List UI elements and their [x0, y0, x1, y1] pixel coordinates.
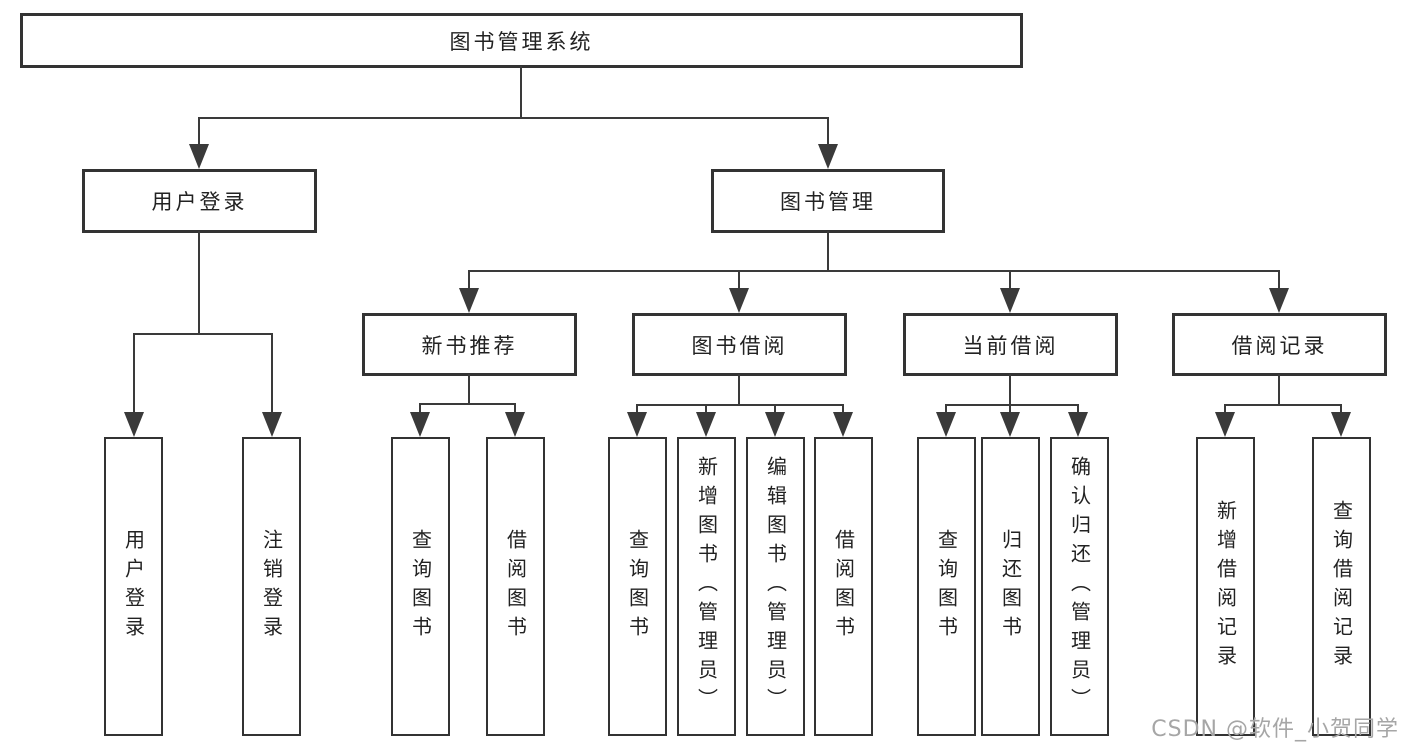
node-book-borrowing: 图书借阅 [632, 313, 847, 376]
node-current-borrowing: 当前借阅 [903, 313, 1118, 376]
node-label: 借阅图书 [831, 528, 856, 645]
connector-line [468, 270, 1280, 272]
arrowhead-down-icon [936, 412, 956, 437]
arrowhead-down-icon [1215, 412, 1235, 437]
node-label: 查询借阅记录 [1329, 499, 1354, 674]
node-label: 新增图书（管理员） [694, 456, 719, 717]
connector-line [705, 404, 707, 414]
connector-line [945, 404, 1079, 406]
node-label: 当前借阅 [962, 333, 1059, 358]
connector-line [1009, 374, 1011, 405]
connector-line [636, 404, 638, 414]
node-user-login: 用户登录 [82, 169, 317, 233]
connector-line [198, 231, 200, 334]
node-book-management: 图书管理 [711, 169, 945, 233]
connector-line [271, 333, 273, 414]
node-new-book-recommendation: 新书推荐 [362, 313, 577, 376]
arrowhead-down-icon [459, 288, 479, 313]
node-label: 借阅图书 [503, 528, 528, 645]
arrowhead-down-icon [189, 144, 209, 169]
connector-line [514, 403, 516, 414]
arrowhead-down-icon [833, 412, 853, 437]
connector-line [419, 403, 421, 414]
connector-line [1340, 404, 1342, 414]
connector-line [198, 117, 829, 119]
arrowhead-down-icon [1000, 412, 1020, 437]
connector-line [827, 117, 829, 146]
node-add-borrow-record: 新增借阅记录 [1196, 437, 1255, 736]
arrowhead-down-icon [410, 412, 430, 437]
node-label: 用户登录 [151, 190, 248, 214]
arrowhead-down-icon [1000, 288, 1020, 313]
arrowhead-down-icon [765, 412, 785, 437]
arrowhead-down-icon [818, 144, 838, 169]
connector-line [468, 374, 470, 405]
node-label: 查询图书 [934, 528, 959, 645]
connector-line [738, 374, 740, 405]
node-return-books: 归还图书 [981, 437, 1040, 736]
connector-line [1009, 270, 1011, 290]
node-confirm-return-admin: 确认归还（管理员） [1050, 437, 1109, 736]
node-borrowing-records: 借阅记录 [1172, 313, 1387, 376]
connector-line [1009, 404, 1011, 414]
node-label: 归还图书 [998, 528, 1023, 645]
node-query-books-current: 查询图书 [917, 437, 976, 736]
node-user-login-action: 用户登录 [104, 437, 163, 736]
node-library-management-system: 图书管理系统 [20, 13, 1023, 68]
connector-line [827, 231, 829, 271]
connector-line [774, 404, 776, 414]
node-label: 新增借阅记录 [1213, 499, 1238, 674]
arrowhead-down-icon [1269, 288, 1289, 313]
node-label: 编辑图书（管理员） [763, 456, 788, 717]
connector-line [842, 404, 844, 414]
connector-line [945, 404, 947, 414]
arrowhead-down-icon [262, 412, 282, 437]
connector-line [468, 270, 470, 290]
node-label: 新书推荐 [421, 333, 518, 358]
node-label: 图书管理 [780, 190, 876, 214]
connector-line [1224, 404, 1342, 406]
node-add-book-admin: 新增图书（管理员） [677, 437, 736, 736]
connector-line [520, 66, 522, 118]
node-label: 查询图书 [408, 528, 433, 645]
node-label: 图书借阅 [691, 333, 788, 358]
node-query-books-recommend: 查询图书 [391, 437, 450, 736]
connector-line [1278, 374, 1280, 405]
arrowhead-down-icon [729, 288, 749, 313]
arrowhead-down-icon [696, 412, 716, 437]
connector-line [133, 333, 273, 335]
node-edit-book-admin: 编辑图书（管理员） [746, 437, 805, 736]
connector-line [1077, 404, 1079, 414]
connector-line [419, 403, 516, 405]
node-label: 注销登录 [259, 528, 284, 645]
connector-line [133, 333, 135, 414]
arrowhead-down-icon [627, 412, 647, 437]
node-label: 借阅记录 [1231, 333, 1328, 358]
arrowhead-down-icon [124, 412, 144, 437]
node-logout: 注销登录 [242, 437, 301, 736]
node-label: 用户登录 [121, 528, 146, 645]
node-query-books-borrowing: 查询图书 [608, 437, 667, 736]
node-label: 图书管理系统 [449, 29, 594, 54]
connector-line [636, 404, 844, 406]
node-borrow-books-borrowing: 借阅图书 [814, 437, 873, 736]
connector-line [1278, 270, 1280, 290]
arrowhead-down-icon [1331, 412, 1351, 437]
node-query-borrow-record: 查询借阅记录 [1312, 437, 1371, 736]
node-label: 确认归还（管理员） [1067, 456, 1092, 717]
arrowhead-down-icon [505, 412, 525, 437]
arrowhead-down-icon [1068, 412, 1088, 437]
node-borrow-books-recommend: 借阅图书 [486, 437, 545, 736]
csdn-watermark: CSDN @软件_小贺同学 [1151, 717, 1399, 742]
node-label: 查询图书 [625, 528, 650, 645]
connector-line [738, 270, 740, 290]
connector-line [1224, 404, 1226, 414]
connector-line [198, 117, 200, 146]
